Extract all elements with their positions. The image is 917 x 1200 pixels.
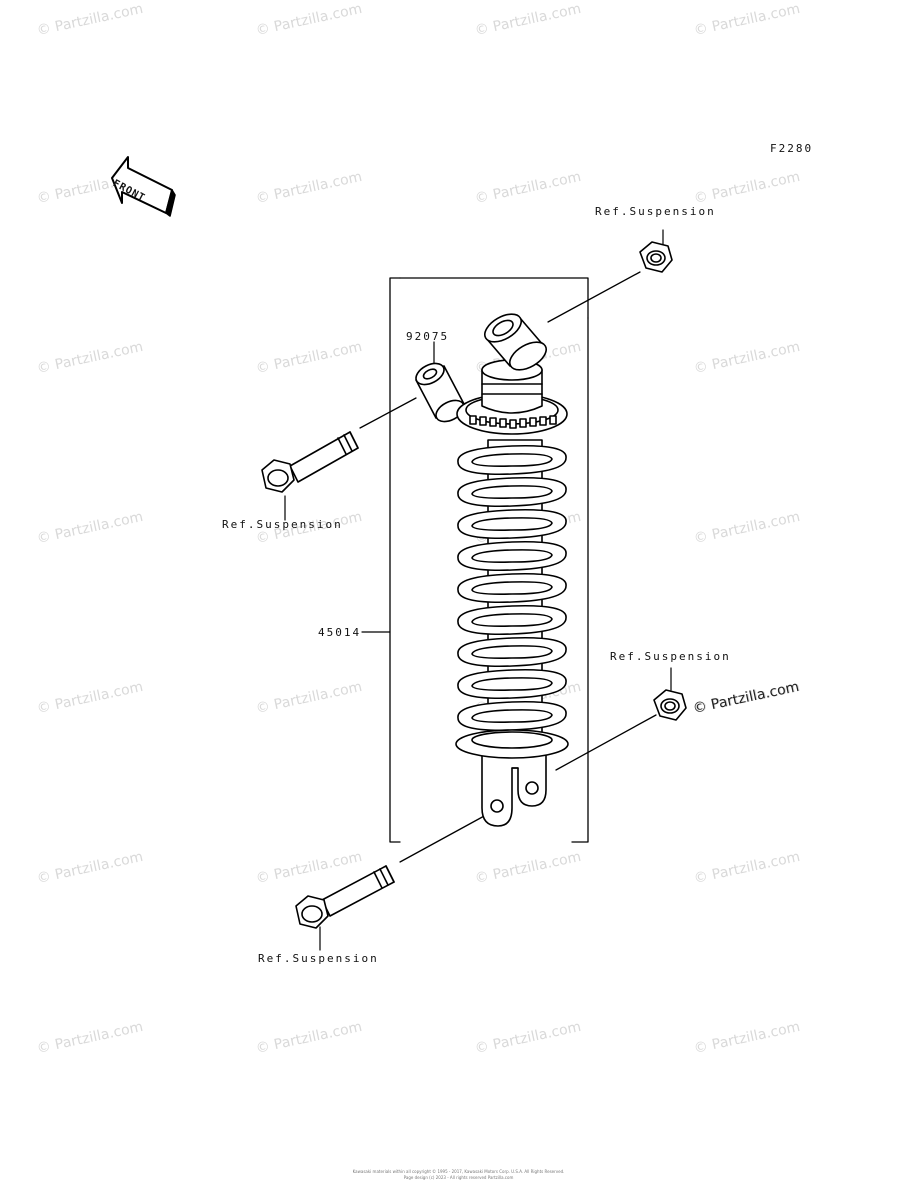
figure-code: F2280: [770, 142, 814, 155]
ref-suspension-label[interactable]: Ref.Suspension: [610, 650, 731, 663]
ref-suspension-label[interactable]: Ref.Suspension: [258, 952, 379, 965]
copyright-line-2: Page design (c) 2023 - All rights reserv…: [403, 1175, 514, 1180]
leader-line: [555, 714, 657, 771]
leader-line: [399, 814, 487, 863]
hex-nut-icon: [653, 689, 687, 721]
leader-line: [547, 271, 641, 323]
leader-line: [359, 397, 417, 429]
bolt-icon: [295, 865, 395, 929]
hex-nut-icon: [639, 241, 673, 273]
ref-suspension-label[interactable]: Ref.Suspension: [222, 518, 343, 531]
front-arrow-icon: [111, 156, 176, 217]
ref-suspension-label[interactable]: Ref.Suspension: [595, 205, 716, 218]
part-number-92075[interactable]: 92075: [406, 330, 450, 343]
bolt-icon: [261, 431, 359, 493]
copyright-line: Kawasaki materials within all copyright …: [352, 1169, 565, 1174]
part-number-45014[interactable]: 45014: [318, 626, 362, 639]
assembly-bracket: [389, 277, 401, 843]
shock-absorber-icon: [455, 313, 569, 827]
